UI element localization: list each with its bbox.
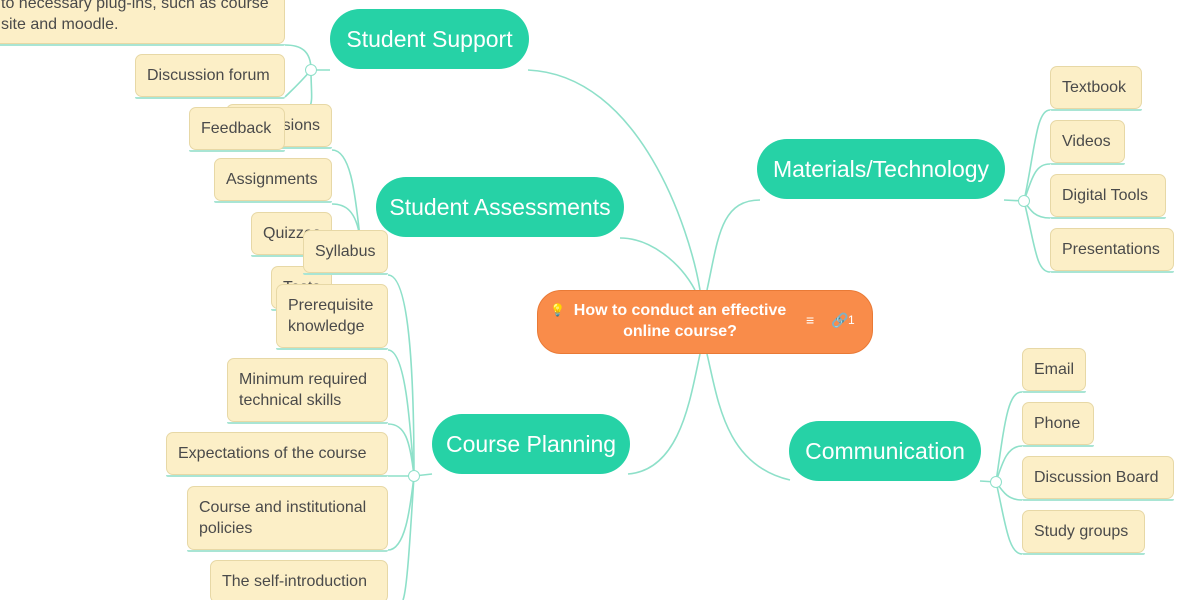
support-leaf-plugins[interactable]: to necessary plug-ins, such as course si… [0,0,285,46]
support-leaf-plugins-line1: to necessary plug-ins, such as course [1,0,269,12]
materials-leaf-textbook[interactable]: Textbook [1050,66,1142,111]
assessment-leaf-feedback[interactable]: Feedback [189,107,285,152]
topic-communication[interactable]: Communication [789,421,981,481]
communication-leaf-study-groups-label: Study groups [1034,523,1129,540]
planning-leaf-syllabus[interactable]: Syllabus [303,230,388,275]
collapse-dot[interactable] [1018,195,1030,207]
communication-leaf-study-groups[interactable]: Study groups [1022,510,1145,555]
topic-course-planning-label: Course Planning [445,430,617,457]
support-leaf-discussion-forum[interactable]: Discussion forum [135,54,285,99]
link-icon[interactable]: 🔗 [831,312,849,328]
communication-leaf-email[interactable]: Email [1022,348,1086,393]
planning-leaf-technical-skills-label: Minimum required technical skills [239,371,368,409]
assessment-leaf-feedback-label: Feedback [201,120,272,137]
topic-materials-technology[interactable]: Materials/Technology [757,139,1005,199]
link-count: 1 [848,313,855,327]
communication-leaf-discussion-board-label: Discussion Board [1034,469,1159,486]
materials-leaf-digital-tools-label: Digital Tools [1062,187,1148,204]
topic-student-support-label: Student Support [346,25,513,52]
topic-course-planning[interactable]: Course Planning [432,414,630,474]
topic-student-assessments-label: Student Assessments [389,193,611,220]
topic-student-assessments[interactable]: Student Assessments [376,177,624,237]
communication-leaf-phone[interactable]: Phone [1022,402,1094,447]
communication-leaf-email-label: Email [1034,361,1075,378]
collapse-dot[interactable] [305,64,317,76]
central-topic[interactable]: 💡 How to conduct an effective online cou… [537,290,873,354]
planning-leaf-expectations-label: Expectations of the course [178,445,367,462]
collapse-dot[interactable] [408,470,420,482]
topic-materials-technology-label: Materials/Technology [772,155,990,182]
support-leaf-plugins-line2: site and moodle. [1,16,119,33]
assessment-leaf-assignments[interactable]: Assignments [214,158,332,203]
communication-leaf-phone-label: Phone [1034,415,1081,432]
planning-leaf-syllabus-label: Syllabus [315,243,376,260]
planning-leaf-technical-skills[interactable]: Minimum required technical skills [227,358,388,424]
notes-icon[interactable]: ≡ [806,312,815,328]
collapse-dot[interactable] [990,476,1002,488]
assessment-leaf-assignments-label: Assignments [226,171,318,188]
planning-leaf-expectations[interactable]: Expectations of the course [166,432,388,477]
topic-student-support[interactable]: Student Support [330,9,529,69]
materials-leaf-presentations[interactable]: Presentations [1050,228,1174,273]
lightbulb-icon: 💡 [550,303,565,317]
planning-leaf-self-introduction-label: The self-introduction [222,573,367,590]
planning-leaf-policies[interactable]: Course and institutional policies [187,486,388,552]
materials-leaf-textbook-label: Textbook [1062,79,1127,96]
topic-communication-label: Communication [805,437,965,464]
planning-leaf-policies-label: Course and institutional policies [199,499,367,537]
planning-leaf-prerequisite-label: Prerequisite knowledge [288,297,374,335]
materials-leaf-digital-tools[interactable]: Digital Tools [1050,174,1166,219]
materials-leaf-presentations-label: Presentations [1062,241,1160,258]
planning-leaf-prerequisite[interactable]: Prerequisite knowledge [276,284,388,350]
central-topic-title: How to conduct an effective online cours… [573,302,787,340]
materials-leaf-videos[interactable]: Videos [1050,120,1125,165]
materials-leaf-videos-label: Videos [1062,133,1111,150]
communication-leaf-discussion-board[interactable]: Discussion Board [1022,456,1174,501]
support-leaf-discussion-forum-label: Discussion forum [147,67,270,84]
planning-leaf-self-introduction[interactable]: The self-introduction [210,560,388,600]
